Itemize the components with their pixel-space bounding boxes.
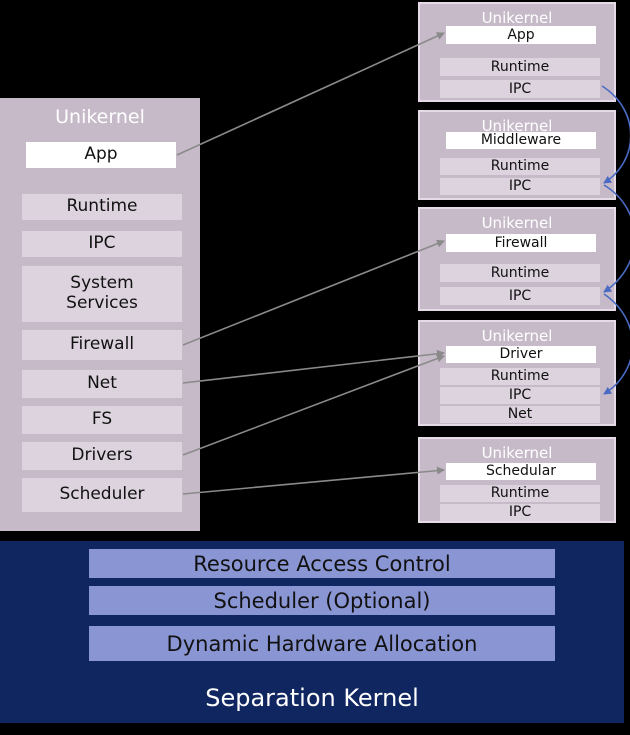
scheduler-optional-bar: Scheduler (Optional): [89, 586, 555, 615]
unikernel-driver-net: Net: [440, 406, 600, 423]
unikernel-middleware: Unikernel Middleware Runtime IPC: [418, 110, 616, 200]
arrow-net: [182, 349, 445, 384]
unikernel-middleware-head: Middleware: [446, 132, 596, 149]
left-system-services: System Services: [22, 266, 182, 322]
unikernel-schedular: Unikernel Schedular Runtime IPC: [418, 437, 616, 523]
arrow-firewall: [182, 239, 445, 346]
unikernel-firewall-head: Firewall: [446, 234, 596, 252]
unikernel-firewall: Unikernel Firewall Runtime IPC: [418, 207, 616, 311]
left-scheduler: Scheduler: [22, 478, 182, 512]
dynamic-hardware-allocation-bar: Dynamic Hardware Allocation: [89, 626, 555, 661]
unikernel-app: Unikernel App Runtime IPC: [418, 2, 616, 102]
left-app: App: [26, 142, 176, 168]
unikernel-app-runtime: Runtime: [440, 58, 600, 76]
left-runtime: Runtime: [22, 194, 182, 220]
unikernel-schedular-title: Unikernel: [481, 444, 553, 462]
unikernel-driver-title: Unikernel: [481, 327, 553, 345]
separation-kernel: Resource Access Control Scheduler (Optio…: [0, 541, 624, 723]
unikernel-middleware-runtime: Runtime: [440, 158, 600, 175]
unikernel-firewall-ipc: IPC: [440, 287, 600, 305]
left-fs: FS: [22, 406, 182, 434]
arrow-app: [176, 32, 445, 156]
unikernel-app-title: Unikernel: [481, 9, 553, 27]
unikernel-schedular-ipc: IPC: [440, 504, 600, 521]
left-firewall: Firewall: [22, 330, 182, 360]
resource-access-control-bar: Resource Access Control: [89, 549, 555, 578]
unikernel-schedular-head: Schedular: [446, 463, 596, 480]
left-unikernel: Unikernel App Runtime IPC System Service…: [0, 98, 200, 531]
unikernel-driver: Unikernel Driver Runtime IPC Net: [418, 320, 616, 426]
unikernel-middleware-title: Unikernel: [481, 117, 553, 135]
arrow-drivers: [182, 354, 445, 456]
unikernel-middleware-ipc: IPC: [440, 178, 600, 195]
unikernel-schedular-runtime: Runtime: [440, 485, 600, 502]
arrow-scheduler: [182, 466, 445, 495]
left-unikernel-title: Unikernel: [55, 106, 145, 128]
left-ipc: IPC: [22, 231, 182, 257]
unikernel-app-ipc: IPC: [440, 80, 600, 98]
left-drivers: Drivers: [22, 442, 182, 470]
unikernel-app-head: App: [446, 26, 596, 44]
unikernel-firewall-runtime: Runtime: [440, 264, 600, 282]
left-net: Net: [22, 370, 182, 398]
separation-kernel-label: Separation Kernel: [205, 684, 419, 712]
unikernel-firewall-title: Unikernel: [481, 214, 553, 232]
unikernel-driver-head: Driver: [446, 346, 596, 363]
unikernel-driver-ipc: IPC: [440, 387, 600, 404]
unikernel-driver-runtime: Runtime: [440, 368, 600, 385]
